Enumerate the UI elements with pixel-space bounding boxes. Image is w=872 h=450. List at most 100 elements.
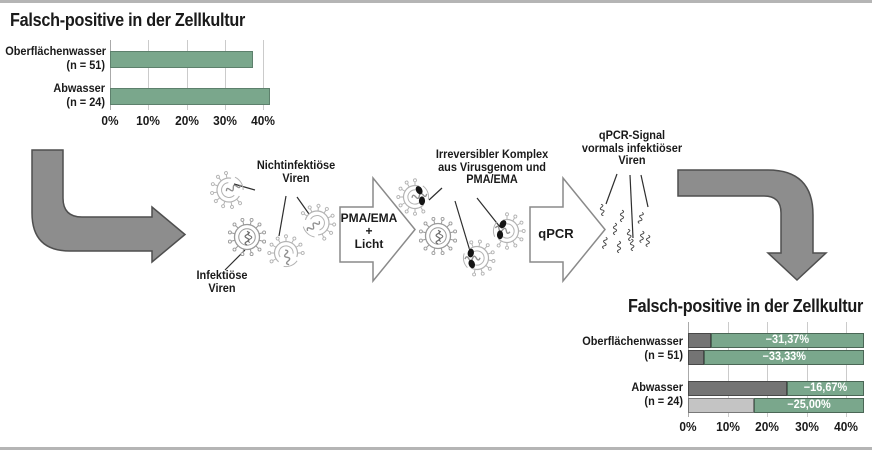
axis-tick-label: 20% (174, 114, 199, 128)
category-label-line: (n = 51) (66, 59, 105, 72)
category-label-line: (n = 51) (644, 349, 683, 362)
top-chart-title: Falsch-positive in der Zellkultur (10, 10, 246, 30)
gridline (186, 40, 188, 110)
axis-tick-label: 40% (251, 114, 276, 128)
axis-tick-label: 10% (715, 420, 740, 434)
rna-squiggle-icon (612, 222, 618, 236)
rna-squiggle-icon (645, 234, 651, 248)
top-chart-category-wastewater: Abwasser (n = 24) (5, 83, 105, 110)
virus-icon-noninfectious (210, 171, 244, 209)
axis-tick-label: 0% (679, 420, 697, 434)
label-line: Viren (282, 172, 310, 185)
category-label-line: Oberflächenwasser (5, 46, 107, 58)
pointer-line (640, 174, 649, 208)
rna-squiggle-icon (639, 230, 645, 244)
bar-surface-water (110, 51, 253, 68)
gridline (110, 40, 111, 110)
remaining-false-positive-segment (688, 350, 704, 365)
bar-wastewater (110, 88, 270, 105)
rna-squiggle-icon (637, 211, 644, 224)
qpcr-arrow-text: qPCR (520, 226, 592, 241)
stacked-bar-surface-water: −33,33% (688, 350, 864, 365)
label-line: qPCR (538, 226, 574, 241)
gridline (688, 322, 689, 417)
remaining-false-positive-segment (688, 398, 754, 413)
axis-tick-label: 20% (755, 420, 780, 434)
gridline (846, 322, 848, 417)
remaining-false-positive-segment (688, 333, 712, 348)
bottom-chart-category-surface-water: Oberflächenwasser (n = 51) (566, 336, 683, 363)
rna-squiggle-icon (599, 203, 605, 217)
bottom-chart-category-wastewater: Abwasser (n = 24) (566, 382, 683, 409)
label-line: aus Virusgenom und (438, 161, 546, 174)
label-line: Licht (354, 237, 384, 251)
bottom-chart-title: Falsch-positive in der Zellkultur (627, 296, 863, 316)
reduction-segment: −25,00% (754, 398, 864, 413)
gridline (727, 322, 729, 417)
pma-ema-licht-arrow (339, 175, 416, 284)
label-line: Irreversibler Komplex (435, 149, 549, 161)
label-line: Viren (208, 282, 236, 295)
label-line: vormals infektiöser (581, 142, 683, 155)
pointer-line (296, 196, 310, 215)
bottom-chart-plot: 0% 10% 20% 30% 40% −31,37% −33,33% −16,67% −25,0… (679, 322, 868, 440)
infectious-viruses-label: Infektiöse Viren (175, 270, 270, 295)
pointer-line (454, 200, 471, 252)
top-chart-category-surface-water: Oberflächenwasser (n = 51) (5, 46, 107, 73)
remaining-false-positive-segment (688, 381, 787, 396)
top-chart-plot: 0% 10% 20% 30% 40% (101, 40, 290, 135)
category-label-line: (n = 24) (644, 395, 683, 408)
gridline (148, 40, 150, 110)
reduction-value-label: −31,37% (765, 334, 810, 346)
axis-tick-label: 30% (794, 420, 819, 434)
pma-ema-licht-arrow-text: PMA/EMA + Licht (332, 212, 406, 251)
virus-icon-pma-complex (462, 239, 496, 277)
pointer-line (605, 173, 618, 205)
reduction-segment: −31,37% (711, 333, 864, 348)
rna-squiggle-icon (602, 236, 608, 250)
noninfectious-viruses-label: Nichtinfektiöse Viren (249, 160, 344, 185)
virus-icon-pma-complex (492, 212, 526, 250)
label-line: + (365, 224, 373, 238)
label-line: qPCR-Signal (598, 130, 666, 142)
pointer-line (629, 174, 634, 239)
stacked-bar-wastewater: −25,00% (688, 398, 864, 413)
stacked-bar-surface-water: −31,37% (688, 333, 864, 348)
label-line: Nichtinfektiöse (256, 160, 336, 172)
label-line: Viren (618, 155, 646, 167)
category-label-line: (n = 24) (66, 96, 105, 109)
top-border-rule (0, 0, 872, 3)
reduction-value-label: −16,67% (803, 382, 848, 394)
irreversible-complex-label: Irreversibler Komplex aus Virusgenom und… (430, 149, 554, 187)
category-label-line: Abwasser (53, 83, 105, 95)
virus-icon-infectious (227, 217, 267, 257)
virus-and-rna-icons (210, 171, 651, 277)
label-line: Infektiöse (196, 270, 248, 282)
reduction-value-label: −33,33% (762, 351, 806, 363)
pointer-line (278, 195, 287, 237)
stacked-bar-wastewater: −16,67% (688, 381, 864, 396)
gridline (224, 40, 226, 110)
axis-tick-label: 40% (834, 420, 859, 434)
rna-squiggle-icon (626, 228, 632, 242)
category-label-line: Abwasser (631, 382, 683, 394)
virus-icon-noninfectious (300, 203, 337, 241)
category-label-line: Oberflächenwasser (582, 336, 683, 348)
rna-squiggle-icon (629, 238, 635, 252)
label-line: PMA/EMA (340, 211, 398, 225)
axis-tick-label: 0% (101, 114, 119, 128)
rna-squiggle-icon (616, 240, 622, 254)
axis-tick-label: 30% (213, 114, 237, 128)
pointer-line (428, 187, 443, 201)
qpcr-signal-label: qPCR-Signal vormals infektiöser Viren (575, 130, 689, 168)
virus-icon-noninfectious (267, 234, 305, 268)
big-curved-arrow-left (31, 149, 187, 264)
reduction-segment: −16,67% (787, 381, 864, 396)
virus-icon-infectious (418, 216, 458, 256)
axis-tick-label: 10% (136, 114, 161, 128)
gridline (263, 40, 265, 110)
big-curved-arrow-right (677, 169, 828, 282)
gridline (767, 322, 769, 417)
